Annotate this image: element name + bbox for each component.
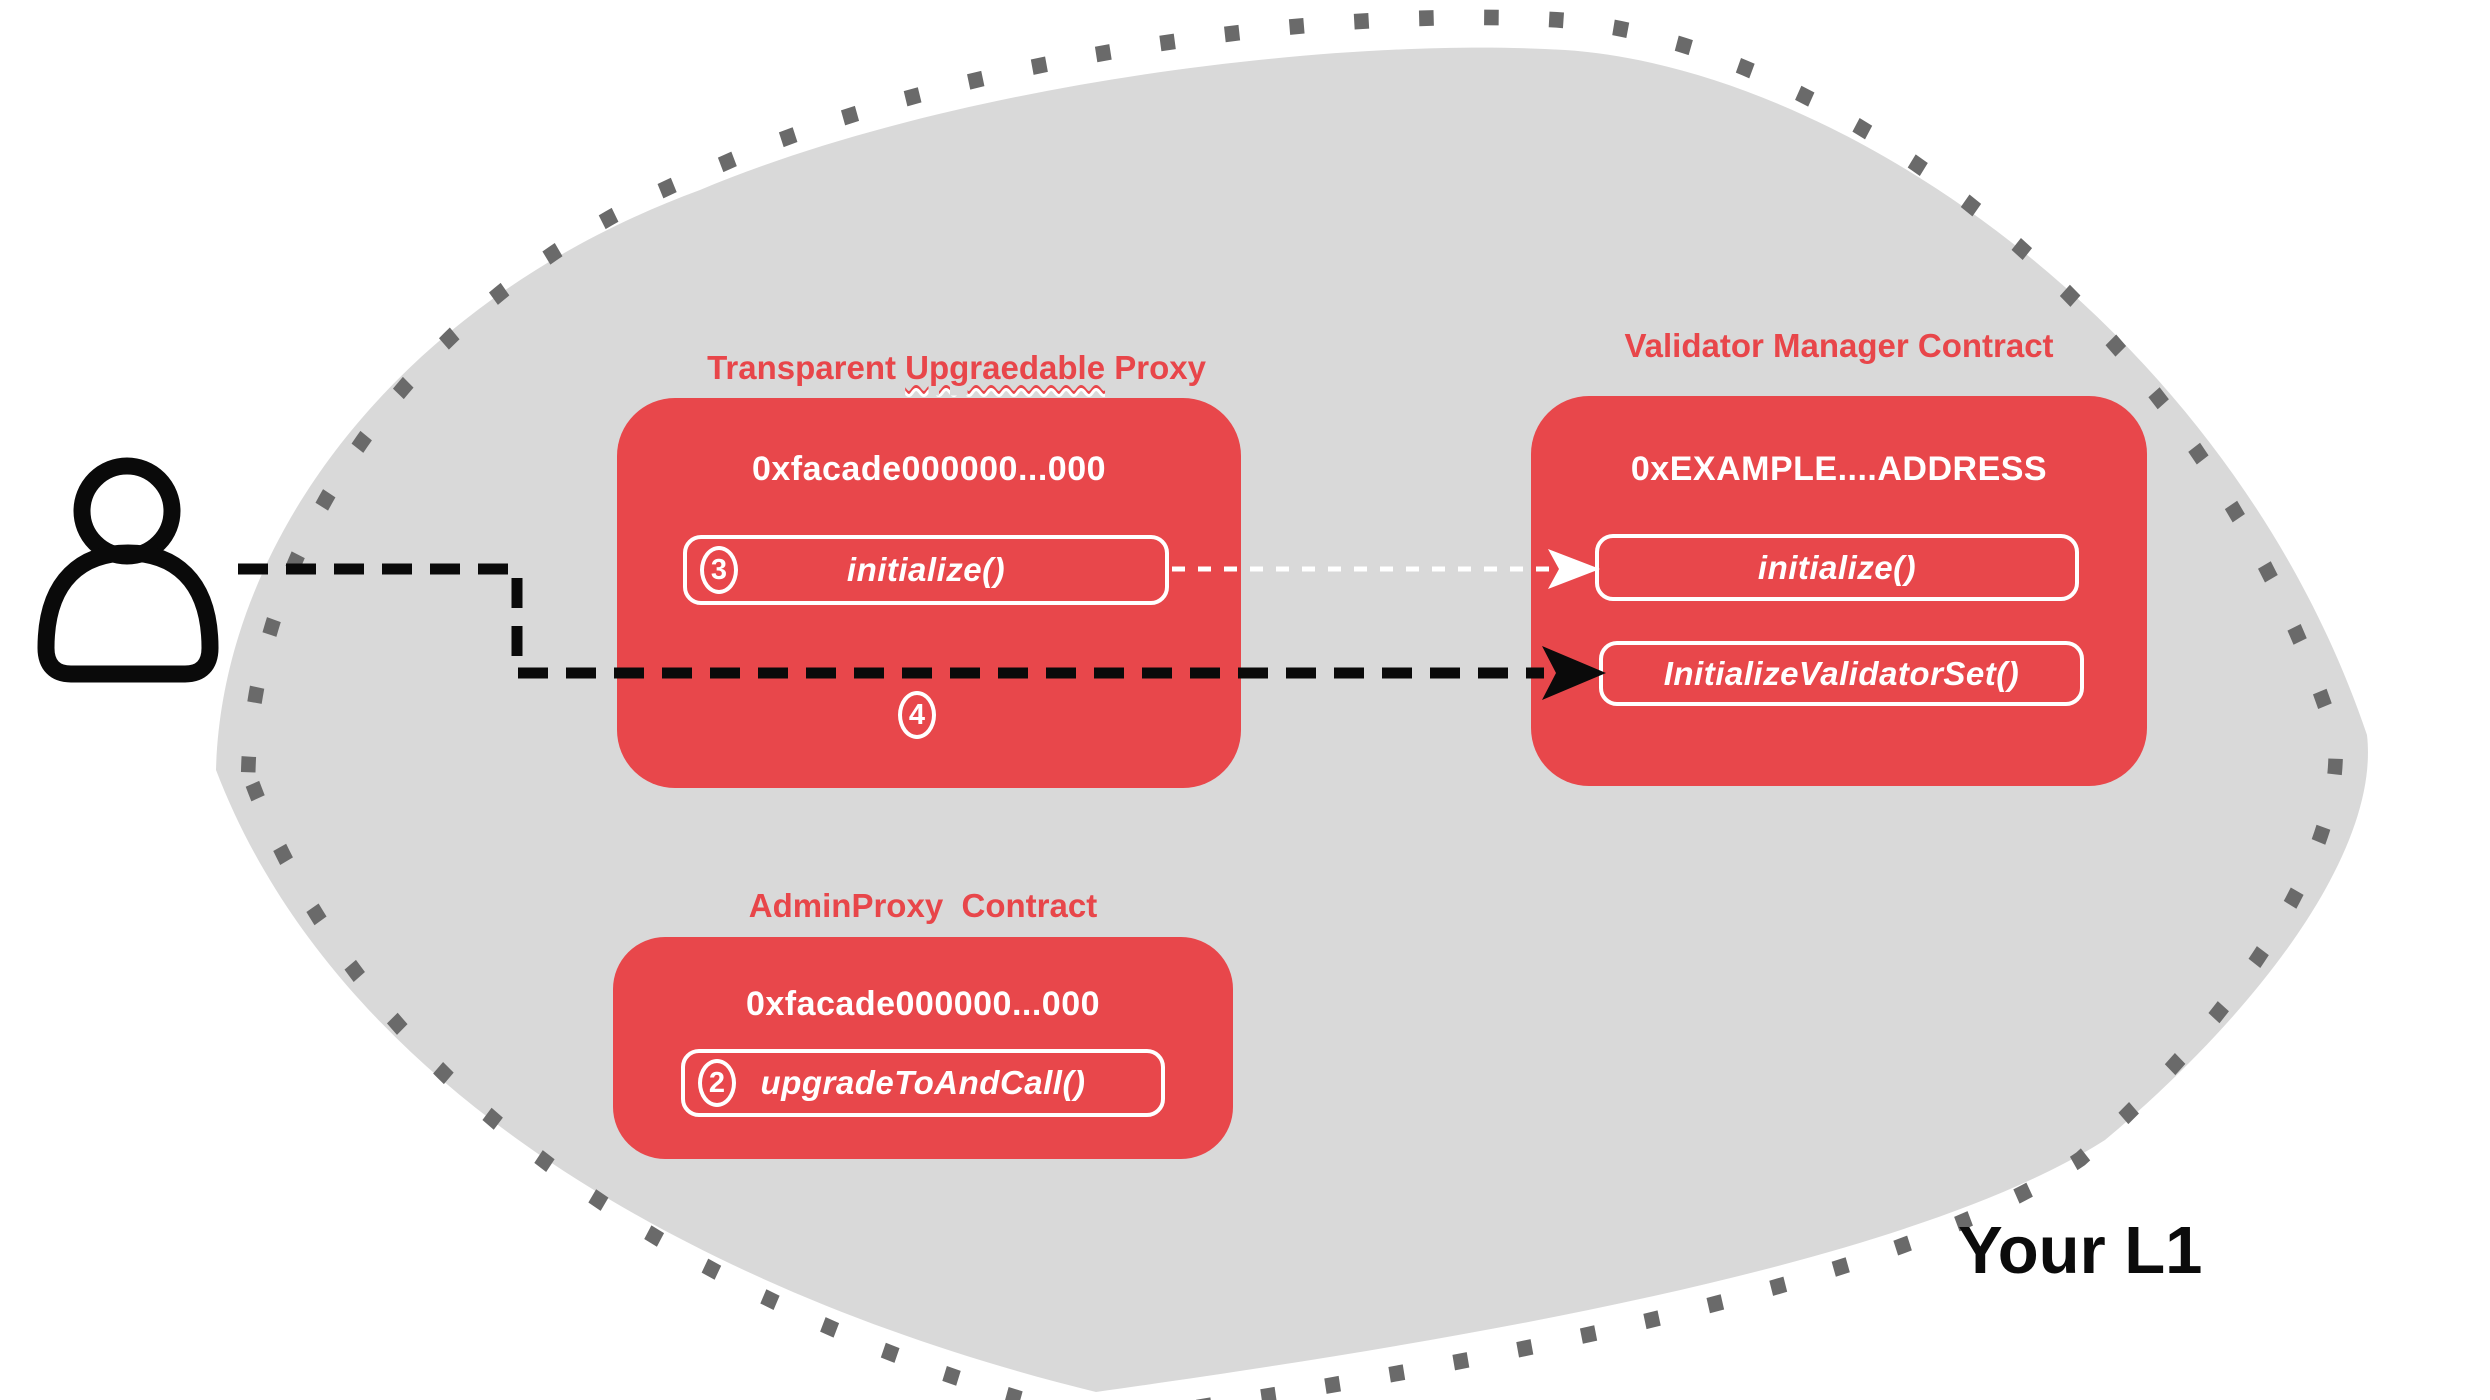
admin-contract-box: 0xfacade000000...000 2 upgradeToAndCall(… bbox=[613, 937, 1233, 1159]
admin-upgradetoandcall-pill: 2 upgradeToAndCall() bbox=[681, 1049, 1165, 1117]
admin-upgradetoandcall-label: upgradeToAndCall() bbox=[760, 1064, 1086, 1101]
validator-initializevalidatorset-pill: InitializeValidatorSet() bbox=[1599, 641, 2084, 706]
step-4-badge: 4 bbox=[898, 691, 936, 739]
your-l1-label: Your L1 bbox=[1958, 1213, 2203, 1288]
proxy-title-pre: Transparent bbox=[707, 349, 906, 386]
validator-contract-box: 0xEXAMPLE....ADDRESS initialize() Initia… bbox=[1531, 396, 2147, 786]
step-3-badge: 3 bbox=[700, 546, 738, 594]
proxy-contract-box: 0xfacade000000...000 3 initialize() 4 bbox=[617, 398, 1241, 788]
dotted-border bbox=[240, 9, 2343, 1400]
admin-contract-address: 0xfacade000000...000 bbox=[745, 985, 1101, 1023]
proxy-contract-address: 0xfacade000000...000 bbox=[751, 450, 1107, 488]
proxy-title-misspelled-word: Upgraedable bbox=[905, 349, 1106, 386]
validator-initialize-pill: initialize() bbox=[1595, 534, 2079, 601]
validator-initialize-label: initialize() bbox=[1757, 548, 1917, 586]
validator-contract-address: 0xEXAMPLE....ADDRESS bbox=[1630, 450, 2048, 488]
spellcheck-squiggle: Upgraedable bbox=[905, 349, 1105, 386]
proxy-initialize-pill: 3 initialize() bbox=[683, 535, 1169, 605]
step-2-badge: 2 bbox=[698, 1059, 736, 1107]
proxy-initialize-label: initialize() bbox=[846, 551, 1006, 588]
proxy-title-line1: Transparent Upgraedable Proxy bbox=[707, 349, 1206, 386]
proxy-title-post: Proxy bbox=[1105, 349, 1206, 386]
admin-contract-title: AdminProxy Contract bbox=[748, 887, 1098, 924]
validator-contract-title: Validator Manager Contract bbox=[1624, 327, 2054, 364]
validator-initializevalidatorset-label: InitializeValidatorSet() bbox=[1663, 654, 2020, 692]
